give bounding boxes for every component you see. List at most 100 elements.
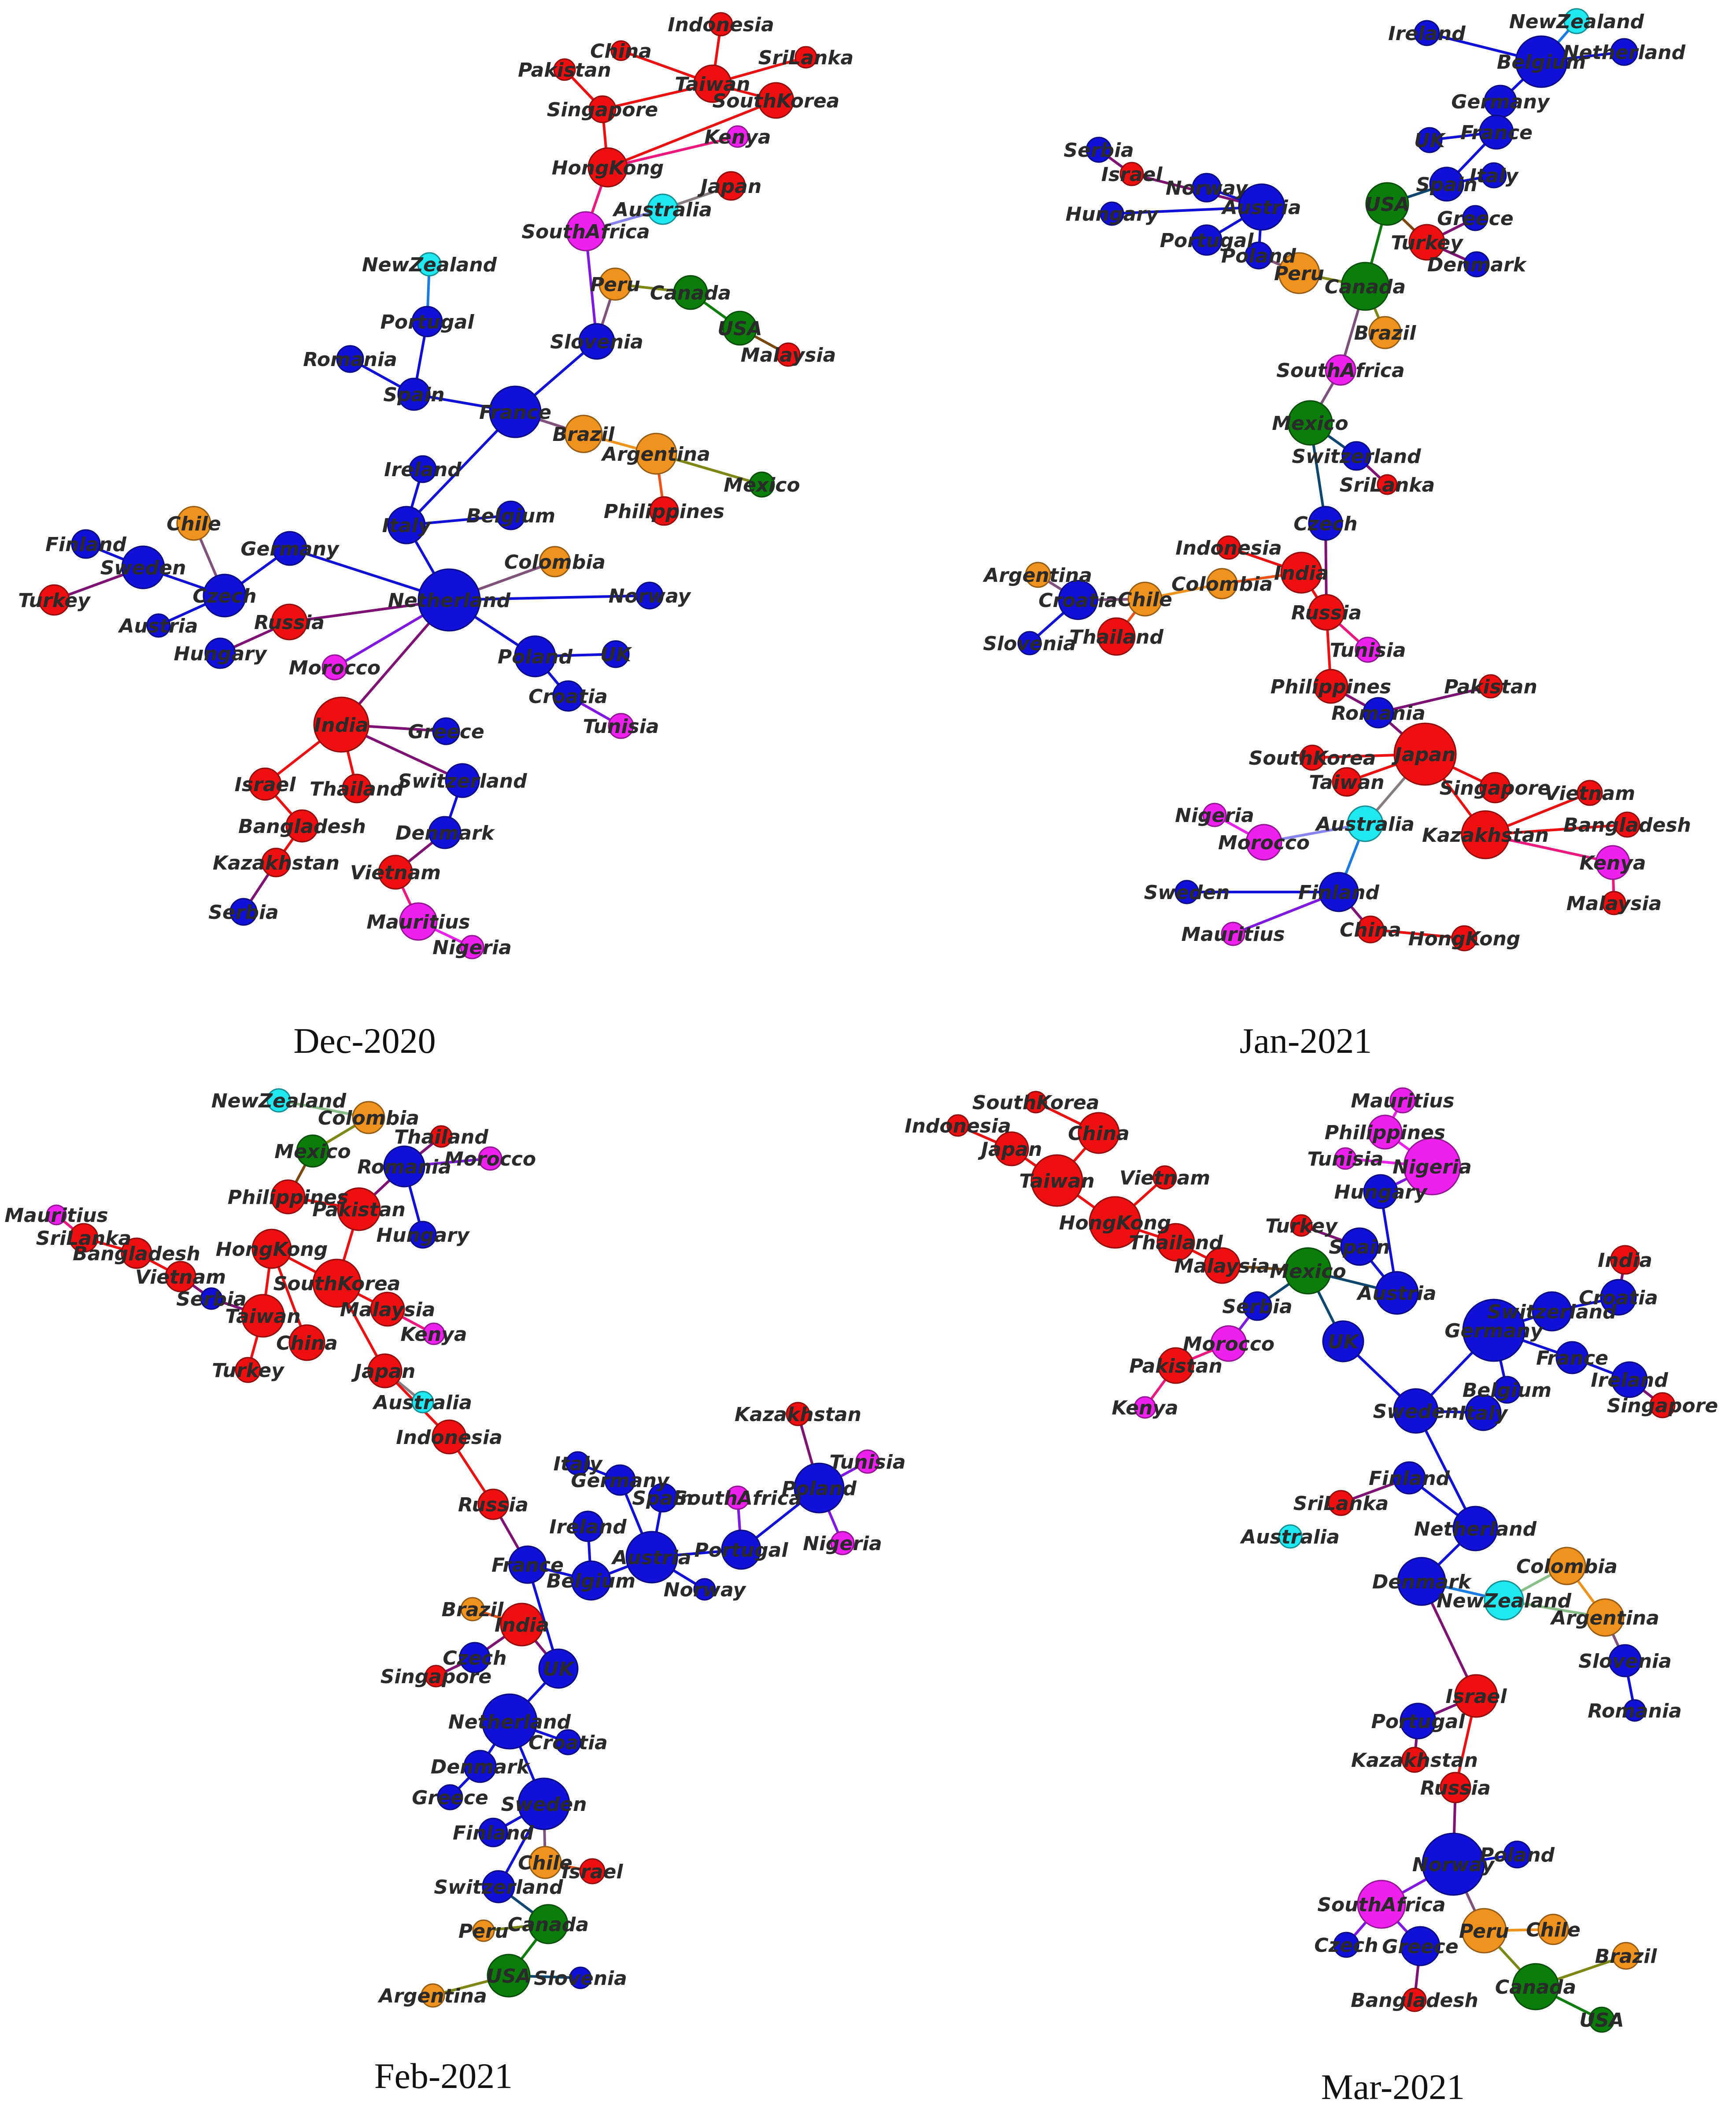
node-france [489, 385, 542, 438]
node-switzerland [1532, 1291, 1572, 1332]
node-label-vietnam: Vietnam [135, 1266, 226, 1288]
node-kenya [1134, 1396, 1156, 1419]
node-label-hungary: Hungary [1065, 203, 1159, 226]
node-austria [1375, 1271, 1419, 1315]
node-label-argentina: Argentina [983, 564, 1092, 587]
node-label-bangladesh: Bangladesh [73, 1243, 200, 1265]
node-srilanka [794, 46, 817, 69]
node-canada [528, 1904, 569, 1944]
node-label-uk: UK [543, 1658, 575, 1681]
node-label-australia: Australia [612, 199, 712, 221]
node-label-philippines: Philippines [1325, 1122, 1445, 1144]
node-israel [579, 1858, 606, 1884]
node-label-uk: UK [600, 644, 632, 666]
node-colombia [1548, 1547, 1586, 1585]
node-label-czech: Czech [1314, 1934, 1378, 1957]
node-israel [248, 767, 282, 801]
node-switzerland [1341, 441, 1371, 471]
node-malaysia [1204, 1247, 1241, 1284]
node-label-peru: Peru [1459, 1920, 1509, 1943]
node-france [1479, 115, 1514, 150]
node-hungary [1100, 201, 1124, 226]
node-label-serbia: Serbia [208, 901, 279, 924]
node-usa [1365, 182, 1409, 226]
node-label-nigeria: Nigeria [803, 1533, 882, 1555]
node-southafrica [725, 1485, 750, 1510]
node-czech [1333, 1932, 1359, 1958]
node-sweden [1175, 880, 1199, 904]
node-greece [1400, 1926, 1441, 1966]
node-label-brazil: Brazil [442, 1599, 504, 1621]
node-label-poland: Poland [782, 1477, 857, 1500]
node-russia [271, 603, 308, 640]
node-label-croatia: Croatia [528, 685, 608, 708]
node-label-kazakhstan: Kazakhstan [213, 852, 340, 874]
node-label-australia: Australia [372, 1392, 472, 1414]
node-kazakhstan [1461, 810, 1510, 859]
node-label-turkey: Turkey [1265, 1215, 1338, 1237]
node-label-slovenia: Slovenia [1578, 1650, 1672, 1673]
node-taiwan [1332, 767, 1362, 797]
node-label-hongkong: HongKong [1059, 1212, 1171, 1234]
node-label-czech: Czech [192, 585, 256, 607]
node-label-greece: Greece [1437, 207, 1513, 230]
node-poland [794, 1462, 845, 1514]
node-canada [673, 275, 708, 310]
node-label-pakistan: Pakistan [1444, 676, 1537, 698]
node-mexico [749, 471, 775, 498]
node-czech [203, 574, 247, 618]
node-singapore [588, 95, 617, 123]
node-japan [367, 1353, 403, 1388]
node-label-netherland: Netherland [1414, 1518, 1537, 1540]
node-label-chile: Chile [1526, 1919, 1581, 1941]
node-bangladesh [1402, 1988, 1427, 2012]
node-label-singapore: Singapore [1607, 1395, 1718, 1417]
node-sweden [517, 1777, 570, 1830]
node-austria [1238, 183, 1285, 231]
node-taiwan [1031, 1154, 1083, 1207]
node-label-southkorea: SouthKorea [972, 1092, 1100, 1114]
node-label-romania: Romania [303, 348, 397, 371]
node-label-turkey: Turkey [1391, 232, 1464, 254]
node-label-ireland: Ireland [1388, 22, 1466, 45]
node-hongkong [251, 1229, 292, 1269]
node-malaysia [370, 1292, 405, 1327]
node-label-austria: Austria [118, 615, 198, 637]
node-label-malaysia: Malaysia [1566, 892, 1662, 915]
node-label-poland: Poland [1480, 1844, 1555, 1866]
node-france [1555, 1341, 1589, 1374]
edge-romania-pakistan [1378, 685, 1491, 714]
node-tunisia [855, 1449, 880, 1474]
node-label-japan: Japan [351, 1360, 416, 1383]
node-label-belgium: Belgium [466, 505, 555, 527]
edge-china-hongkong [1370, 928, 1465, 940]
node-label-hongkong: HongKong [1408, 928, 1521, 950]
node-spain [1429, 167, 1464, 202]
node-poland [1245, 241, 1273, 270]
node-label-switzerland: Switzerland [1487, 1301, 1617, 1323]
edge-southkorea-hongkong [607, 99, 777, 169]
node-norway [1192, 173, 1222, 203]
node-peru [1461, 1908, 1507, 1954]
node-label-mauritius: Mauritius [366, 911, 470, 933]
node-mexico [1287, 400, 1333, 446]
node-germany [272, 531, 307, 566]
node-sweden [1393, 1388, 1439, 1434]
node-label-tunisia: Tunisia [829, 1451, 905, 1473]
node-label-japan: Japan [978, 1138, 1042, 1161]
node-brazil [564, 415, 603, 453]
node-label-kazakhstan: Kazakhstan [1422, 824, 1549, 847]
node-label-poland: Poland [498, 646, 573, 668]
node-canada [1512, 1963, 1559, 2010]
node-label-turkey: Turkey [212, 1359, 285, 1382]
node-label-romania: Romania [1331, 702, 1426, 725]
node-india [1280, 552, 1322, 594]
node-label-kenya: Kenya [1112, 1397, 1178, 1419]
node-southafrica [1357, 1880, 1406, 1929]
node-italy [1465, 1394, 1502, 1431]
node-portugal [1191, 224, 1223, 256]
node-layer [46, 1088, 880, 2008]
node-label-ireland: Ireland [384, 459, 462, 481]
node-label-slovenia: Slovenia [534, 1967, 627, 1990]
node-label-tunisia: Tunisia [583, 715, 659, 738]
